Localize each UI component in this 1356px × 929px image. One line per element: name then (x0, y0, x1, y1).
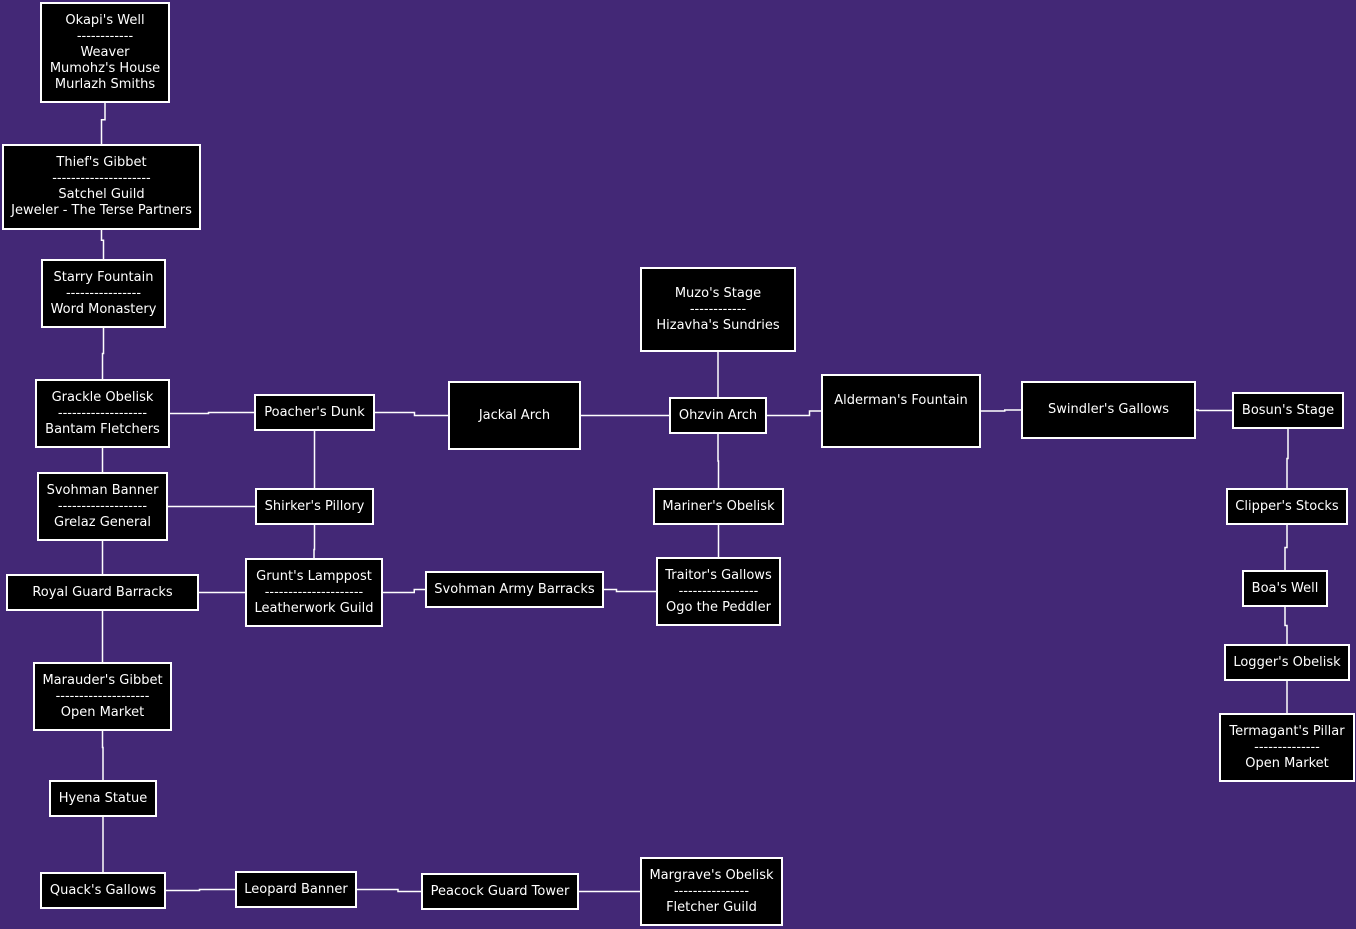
node-item: Murlazh Smiths (54, 76, 156, 92)
node-title: Hyena Statue (58, 790, 148, 806)
node-muzos-stage: Muzo's Stage------------Hizavha's Sundri… (640, 267, 796, 352)
node-title: Starry Fountain (53, 269, 154, 285)
node-item: Open Market (1245, 755, 1329, 771)
node-divider: ------------------- (57, 498, 148, 514)
node-divider: ------------ (689, 301, 747, 317)
node-item: Mumohz's House (49, 60, 161, 76)
node-termagants-pillar: Termagant's Pillar--------------Open Mar… (1219, 713, 1355, 782)
node-title: Margrave's Obelisk (649, 867, 774, 883)
node-title: Jackal Arch (478, 407, 551, 423)
node-title: Swindler's Gallows (1047, 402, 1170, 417)
node-title: Traitor's Gallows (665, 567, 772, 583)
node-starry-fountain: Starry Fountain----------------Word Mona… (41, 259, 166, 328)
node-aldermans-fountain: Alderman's Fountain (821, 374, 981, 448)
node-divider: ---------------- (65, 285, 142, 301)
node-divider: -------------------- (55, 688, 150, 704)
node-title: Boa's Well (1251, 580, 1319, 596)
node-title: Shirker's Pillory (264, 498, 365, 514)
node-royal-guard-barracks: Royal Guard Barracks (6, 574, 199, 611)
node-grackle-obelisk: Grackle Obelisk-------------------Bantam… (35, 379, 170, 448)
node-bosuns-stage: Bosun's Stage (1232, 392, 1344, 429)
node-item: Word Monastery (50, 301, 157, 317)
node-ohzvin-arch: Ohzvin Arch (669, 397, 767, 434)
node-title: Svohman Army Barracks (434, 581, 595, 597)
node-divider: -------------- (1254, 739, 1320, 755)
node-boas-well: Boa's Well (1242, 570, 1328, 607)
node-traitors-gallows: Traitor's Gallows-----------------Ogo th… (656, 557, 781, 626)
node-clippers-stocks: Clipper's Stocks (1226, 488, 1348, 525)
node-poachers-dunk: Poacher's Dunk (254, 394, 375, 431)
node-item: Leatherwork Guild (254, 600, 374, 616)
node-item: Bantam Fletchers (45, 421, 160, 437)
node-peacock-guard-tower: Peacock Guard Tower (421, 873, 579, 910)
edge-ohzvin-arch-to-mariners-obelisk (717, 415, 720, 507)
node-title: Bosun's Stage (1241, 402, 1335, 418)
node-title: Alderman's Fountain (834, 393, 968, 408)
node-title: Leopard Banner (244, 881, 348, 897)
node-title: Thief's Gibbet (56, 155, 147, 170)
node-swindlers-gallows: Swindler's Gallows (1021, 381, 1196, 439)
node-title: Quack's Gallows (49, 882, 157, 898)
node-title: Grunt's Lamppost (256, 568, 372, 584)
node-item: Open Market (60, 704, 145, 720)
node-title: Clipper's Stocks (1235, 498, 1339, 514)
node-item: Satchel Guild (58, 187, 145, 202)
node-marauders-gibbet: Marauder's Gibbet--------------------Ope… (33, 662, 172, 731)
node-item: Ogo the Peddler (666, 599, 771, 615)
node-item: Jeweler - The Terse Partners (11, 203, 192, 218)
node-quacks-gallows: Quack's Gallows (40, 872, 166, 909)
node-svohman-banner: Svohman Banner-------------------Grelaz … (37, 472, 168, 541)
node-item: Hizavha's Sundries (656, 317, 780, 333)
node-margraves-obelisk: Margrave's Obelisk----------------Fletch… (640, 857, 783, 926)
node-mariners-obelisk: Mariner's Obelisk (653, 488, 784, 525)
node-title: Mariner's Obelisk (662, 498, 775, 514)
node-title: Peacock Guard Tower (430, 883, 570, 899)
node-divider: --------------------- (264, 584, 364, 600)
node-divider: ----------------- (678, 583, 759, 599)
node-item: Weaver (80, 44, 130, 60)
node-svohman-army-barracks: Svohman Army Barracks (425, 571, 604, 608)
node-title: Svohman Banner (46, 482, 159, 498)
node-title: Royal Guard Barracks (32, 584, 173, 600)
node-title: Ohzvin Arch (678, 407, 758, 423)
node-title: Poacher's Dunk (264, 404, 365, 420)
node-jackal-arch: Jackal Arch (448, 381, 581, 450)
node-title: Logger's Obelisk (1233, 654, 1341, 670)
edge-bosuns-stage-to-clippers-stocks (1286, 410, 1289, 507)
node-item: Fletcher Guild (666, 899, 757, 915)
node-divider: ------------ (76, 28, 134, 44)
node-title: Grackle Obelisk (51, 389, 154, 405)
node-divider: ---------------- (673, 883, 750, 899)
node-thiefs-gibbet: Thief's Gibbet---------------------Satch… (2, 144, 201, 230)
node-divider: --------------------- (52, 171, 151, 186)
node-loggers-obelisk: Logger's Obelisk (1224, 644, 1350, 681)
node-hyena-statue: Hyena Statue (49, 780, 157, 817)
node-divider: ------------------- (57, 405, 148, 421)
node-title: Okapi's Well (65, 12, 145, 28)
node-title: Muzo's Stage (674, 285, 762, 301)
edge-clippers-stocks-to-boas-well (1284, 506, 1288, 589)
node-shirkers-pillory: Shirker's Pillory (255, 488, 374, 525)
node-leopard-banner: Leopard Banner (235, 871, 357, 908)
node-title: Termagant's Pillar (1229, 723, 1345, 739)
node-item: Grelaz General (54, 514, 151, 530)
node-grunts-lamppost: Grunt's Lamppost---------------------Lea… (245, 558, 383, 627)
node-title: Marauder's Gibbet (42, 672, 163, 688)
